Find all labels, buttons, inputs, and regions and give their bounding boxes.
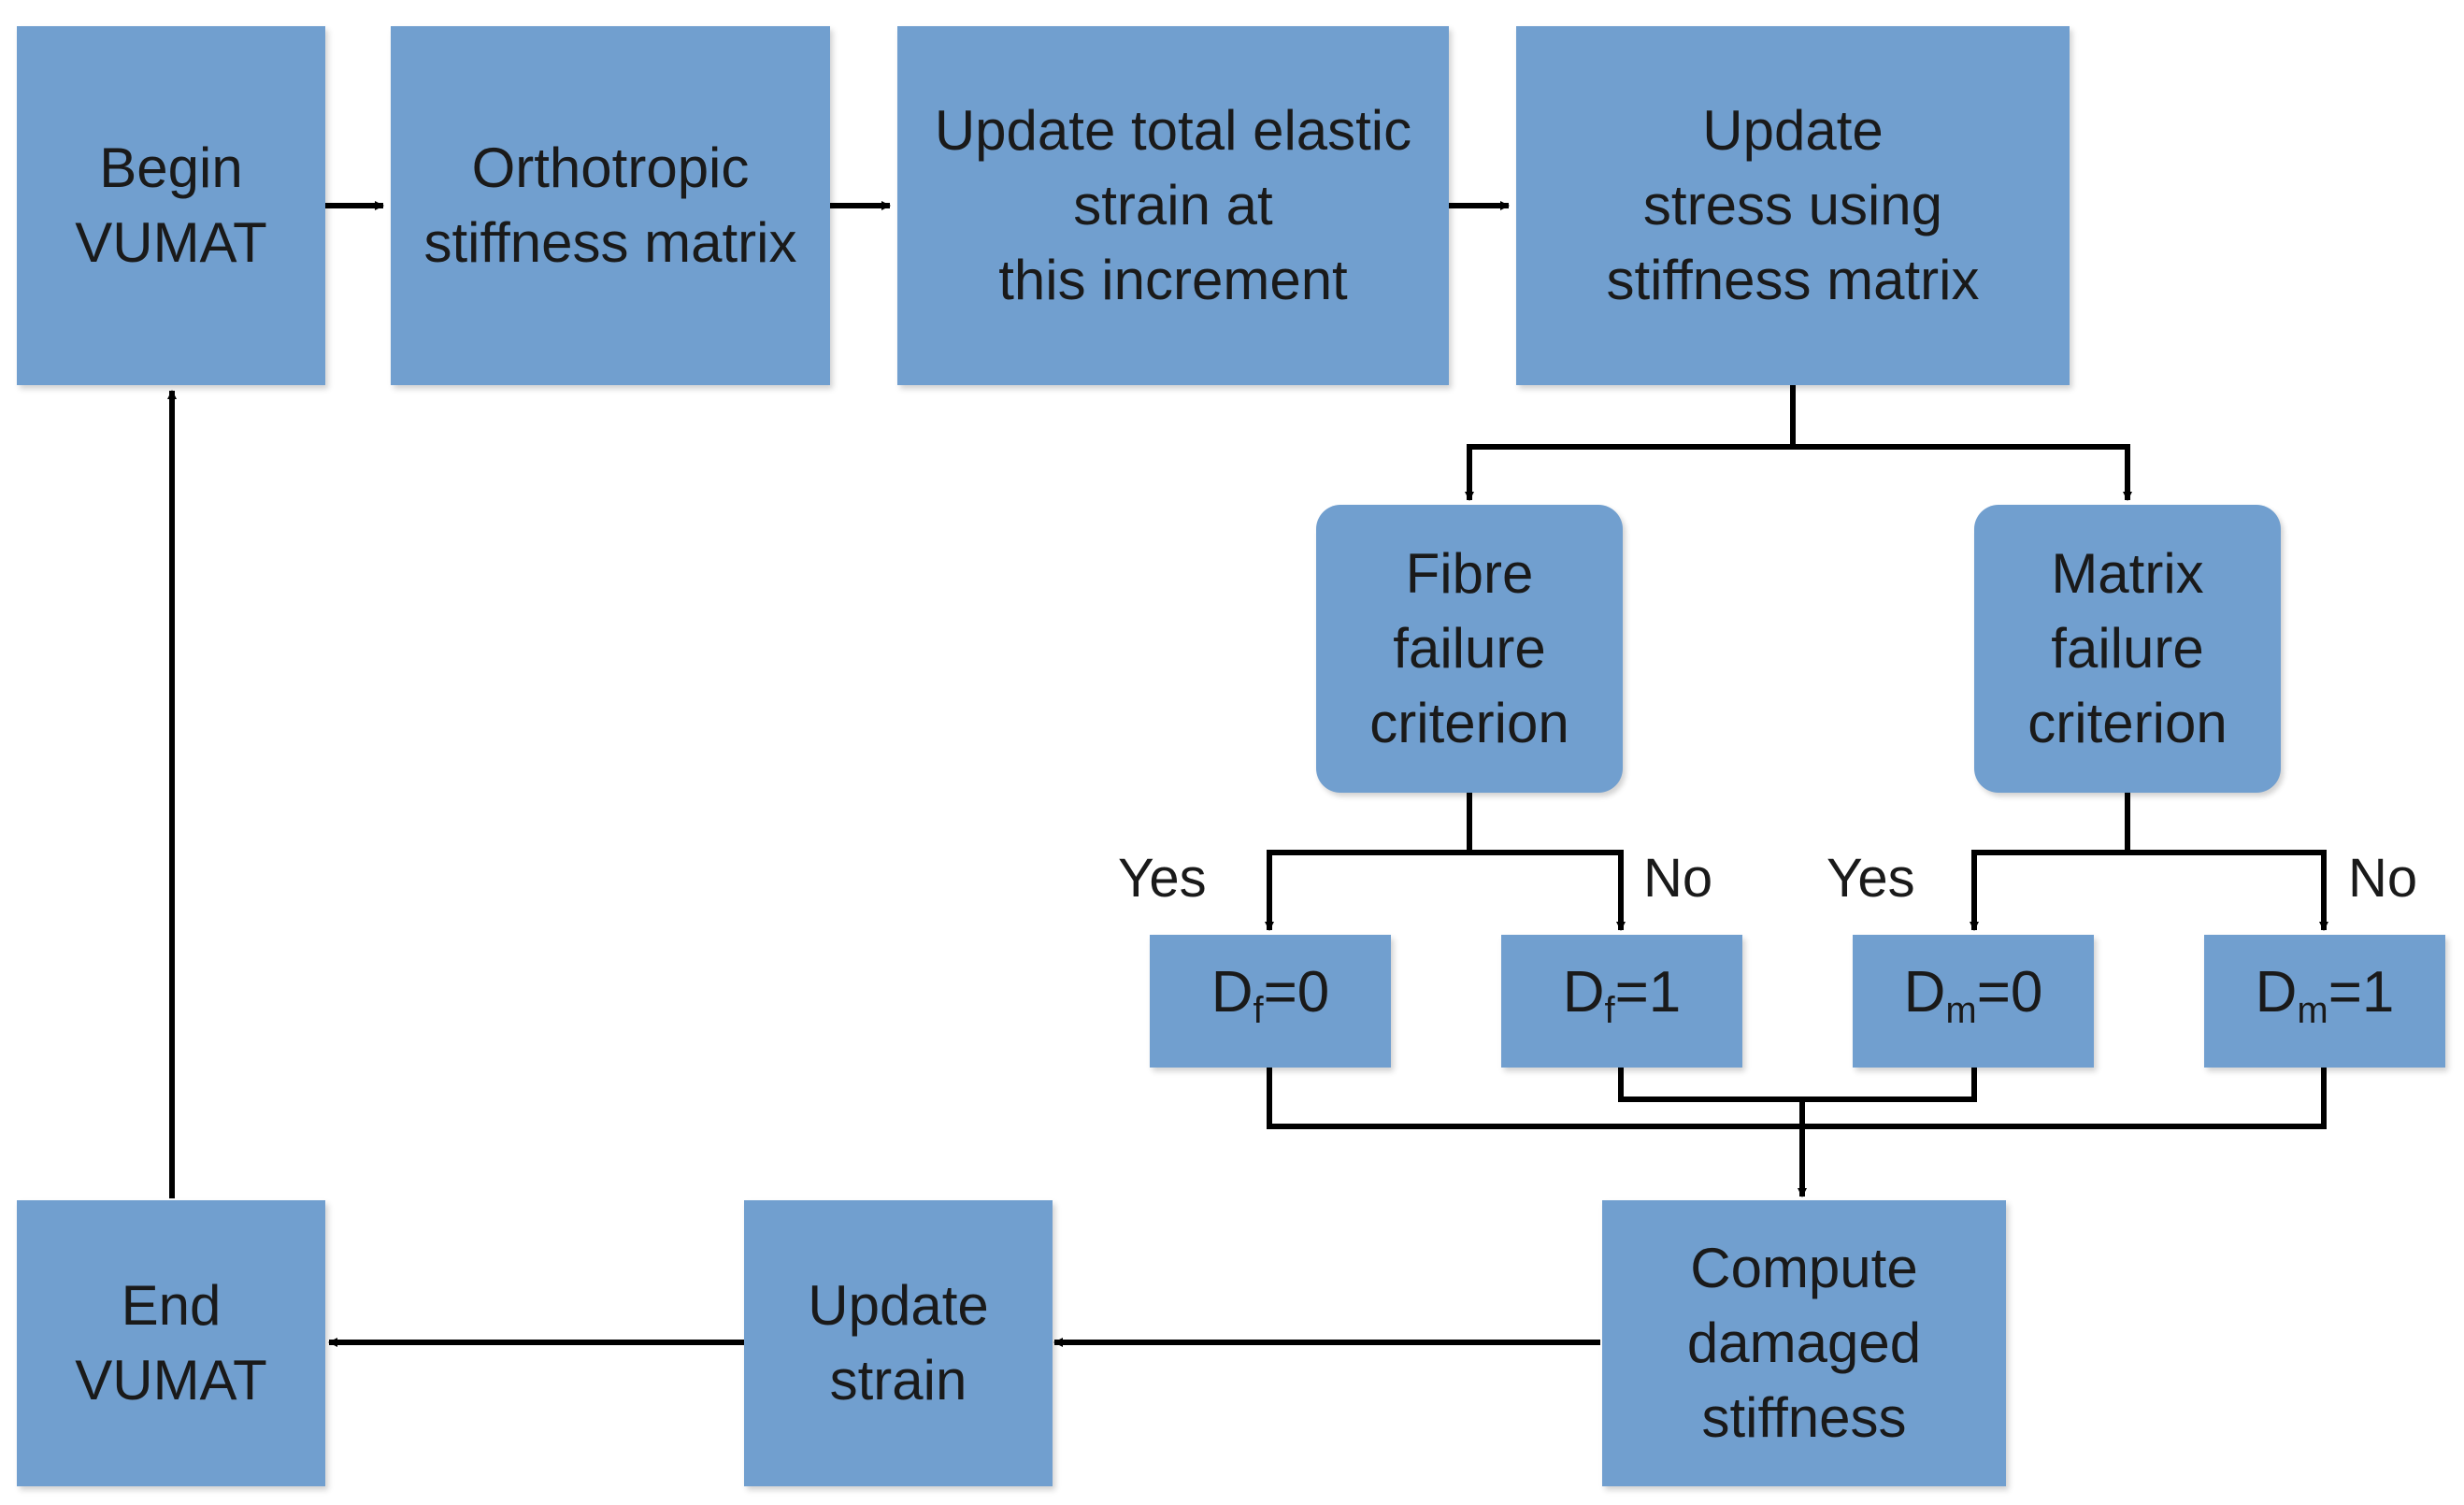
- arrow-fibre-no: [1469, 850, 1626, 931]
- dm1-box: Dm=1: [2204, 935, 2445, 1068]
- dm0-label: Dm=0: [1903, 959, 2043, 1031]
- arrow-stress-to-matrix: [1793, 444, 2132, 501]
- update-stress-box: Update stress using stiffness matrix: [1516, 26, 2070, 385]
- wire-inner-merge: [1618, 1068, 1977, 1102]
- update-strain-label: Update strain: [808, 1274, 989, 1412]
- matrix-failure-label: Matrix failure criterion: [2027, 542, 2228, 754]
- arrow-matrix-no: [2127, 850, 2328, 931]
- arrow-fibre-yes: [1265, 850, 1469, 931]
- update-strain-box: Update strain: [744, 1200, 1053, 1486]
- begin-vumat-label: Begin VUMAT: [75, 136, 267, 274]
- matrix-yes-label: Yes: [1827, 848, 1915, 909]
- dm0-box: Dm=0: [1853, 935, 2094, 1068]
- update-stress-label: Update stress using stiffness matrix: [1606, 99, 1980, 311]
- orthotropic-stiffness-label: Orthotropic stiffness matrix: [423, 136, 797, 274]
- end-vumat-box: End VUMAT: [17, 1200, 325, 1486]
- matrix-failure-box: Matrix failure criterion: [1974, 505, 2281, 793]
- fibre-failure-box: Fibre failure criterion: [1316, 505, 1623, 793]
- wire-outer-merge: [1267, 1068, 2327, 1129]
- arrow-stress-to-fibre: [1465, 444, 1793, 501]
- update-elastic-strain-label: Update total elastic strain at this incr…: [934, 99, 1412, 311]
- matrix-no-label: No: [2348, 848, 2418, 909]
- fibre-no-label: No: [1643, 848, 1713, 909]
- fibre-yes-label: Yes: [1118, 848, 1207, 909]
- begin-vumat-box: Begin VUMAT: [17, 26, 325, 385]
- df1-box: Df=1: [1501, 935, 1742, 1068]
- df1-label: Df=1: [1562, 959, 1682, 1031]
- orthotropic-stiffness-box: Orthotropic stiffness matrix: [391, 26, 830, 385]
- arrow-matrix-yes: [1970, 850, 2127, 931]
- df0-box: Df=0: [1150, 935, 1391, 1068]
- end-vumat-label: End VUMAT: [75, 1274, 267, 1412]
- fibre-failure-label: Fibre failure criterion: [1369, 542, 1569, 754]
- compute-damaged-stiffness-box: Compute damaged stiffness: [1602, 1200, 2006, 1486]
- df0-label: Df=0: [1211, 959, 1330, 1031]
- update-elastic-strain-box: Update total elastic strain at this incr…: [897, 26, 1449, 385]
- dm1-label: Dm=1: [2255, 959, 2395, 1031]
- compute-damaged-stiffness-label: Compute damaged stiffness: [1686, 1237, 1922, 1449]
